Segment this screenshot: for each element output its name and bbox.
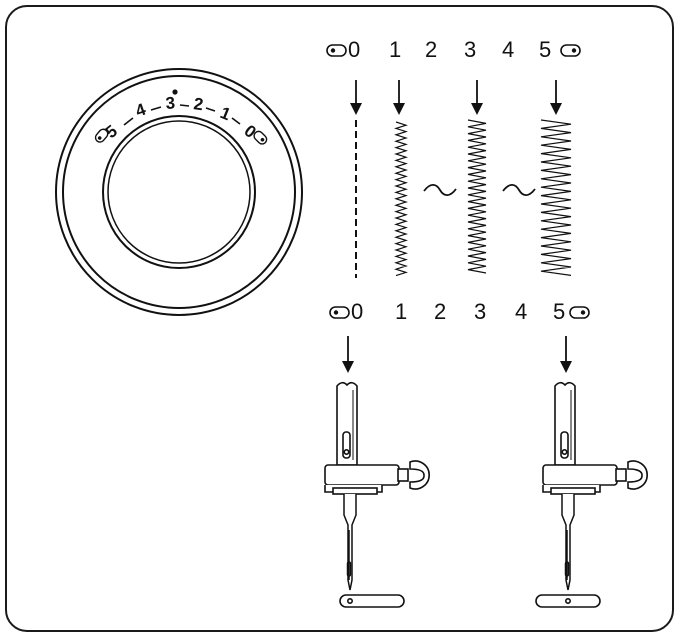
narrow-zigzag-sample — [394, 121, 408, 277]
right-position-icon — [560, 44, 581, 57]
arrow-down-icon — [471, 80, 483, 115]
medium-zigzag-sample — [467, 119, 487, 274]
top-scale-label-0: 0 — [348, 37, 360, 62]
dial-label-3: 3 — [165, 93, 176, 113]
bottom-scale-label-4: 4 — [515, 299, 527, 324]
bottom-scale-label-3: 3 — [474, 299, 486, 324]
right-position-icon — [569, 306, 590, 319]
needle-clamp-icon — [397, 460, 430, 490]
left-position-icon — [326, 44, 347, 57]
wide-zigzag-sample — [540, 119, 572, 276]
illustration-frame — [5, 5, 674, 632]
left-position-icon — [94, 128, 109, 143]
needle-plate-slot-icon — [535, 594, 601, 608]
arrow-down-icon — [560, 336, 572, 373]
bottom-scale-label-5: 5 — [553, 299, 565, 324]
arrow-down-icon — [550, 80, 562, 115]
bottom-width-scale: 0 1 2 3 4 5 — [329, 299, 590, 324]
left-position-icon — [329, 306, 350, 319]
top-scale-label-2: 2 — [425, 37, 437, 62]
dial-label-2: 2 — [192, 94, 204, 114]
top-scale-label-3: 3 — [464, 37, 476, 62]
needle-plate-slot-icon — [339, 594, 405, 608]
dial-dashes — [123, 104, 241, 126]
bottom-scale-label-0: 0 — [351, 299, 363, 324]
needle-right-position — [535, 381, 648, 608]
stitch-width-dial: 5 4 3 2 1 0 — [55, 68, 303, 316]
right-position-icon — [253, 130, 268, 145]
top-scale-label-4: 4 — [502, 37, 514, 62]
arrow-down-icon — [342, 336, 354, 373]
stitch-samples — [355, 119, 572, 278]
top-arrows — [350, 80, 562, 115]
bottom-scale-label-1: 1 — [395, 299, 407, 324]
tilde-icon — [502, 183, 536, 197]
dial-label-1: 1 — [218, 103, 234, 124]
top-scale-label-1: 1 — [389, 37, 401, 62]
arrow-down-icon — [350, 80, 362, 115]
dial-default-dot — [172, 89, 178, 95]
arrow-down-icon — [393, 80, 405, 115]
dial-label-4: 4 — [133, 99, 149, 120]
top-scale-label-5: 5 — [539, 37, 551, 62]
needle-clamp-icon — [615, 460, 648, 490]
tilde-icon — [423, 183, 457, 197]
top-width-scale: 0 1 2 3 4 5 — [326, 37, 581, 62]
bottom-scale-label-2: 2 — [434, 299, 446, 324]
needle-left-position — [324, 381, 430, 608]
